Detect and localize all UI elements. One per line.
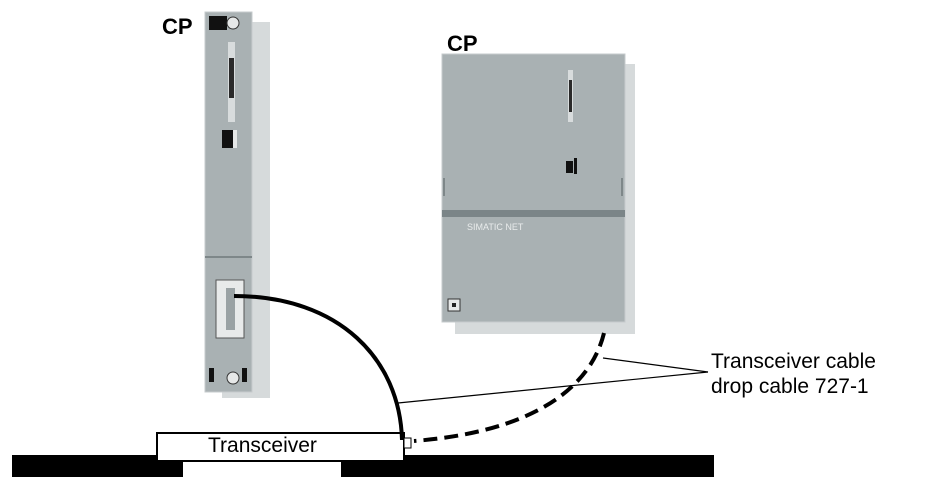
module-right-switch-edge [574, 158, 577, 174]
module-left-top-slot [209, 16, 227, 30]
transceiver-port [403, 437, 412, 449]
simatic-net-label: SIMATIC NET [467, 222, 524, 232]
module-right-body [441, 53, 626, 323]
module-left-bottom-mark-a [209, 368, 214, 382]
module-right-button-dot [452, 303, 456, 307]
drop-cable-dashed [413, 332, 606, 443]
module-left-screw-bottom [226, 371, 240, 385]
module-right-led-bar [569, 80, 572, 112]
sub-d-connector-pins [226, 288, 235, 330]
callout-line-upper [602, 357, 709, 373]
callout-line-1: Transceiver cable [711, 350, 876, 373]
callout-label: Transceiver cable drop cable 727-1 [711, 349, 876, 399]
cp-module-right [441, 53, 635, 334]
module-left-led-bar [229, 58, 234, 98]
module-left-bottom-mark-b [242, 368, 247, 382]
cp-label-right: CP [447, 31, 478, 56]
cp-label-left: CP [162, 14, 193, 39]
transceiver-label: Transceiver [208, 434, 317, 457]
module-right-switch [566, 161, 573, 173]
module-left-switch-edge [233, 130, 237, 148]
module-right-band [442, 210, 625, 217]
transceiver-box [156, 432, 405, 462]
cp-module-left [204, 11, 270, 398]
drop-cable-solid [233, 294, 404, 441]
module-left-screw-top [226, 16, 240, 30]
callout-line-2: drop cable 727-1 [711, 375, 869, 398]
module-left-switch [222, 130, 233, 148]
bus-gap [183, 461, 341, 477]
callout-line-lower [397, 371, 709, 404]
